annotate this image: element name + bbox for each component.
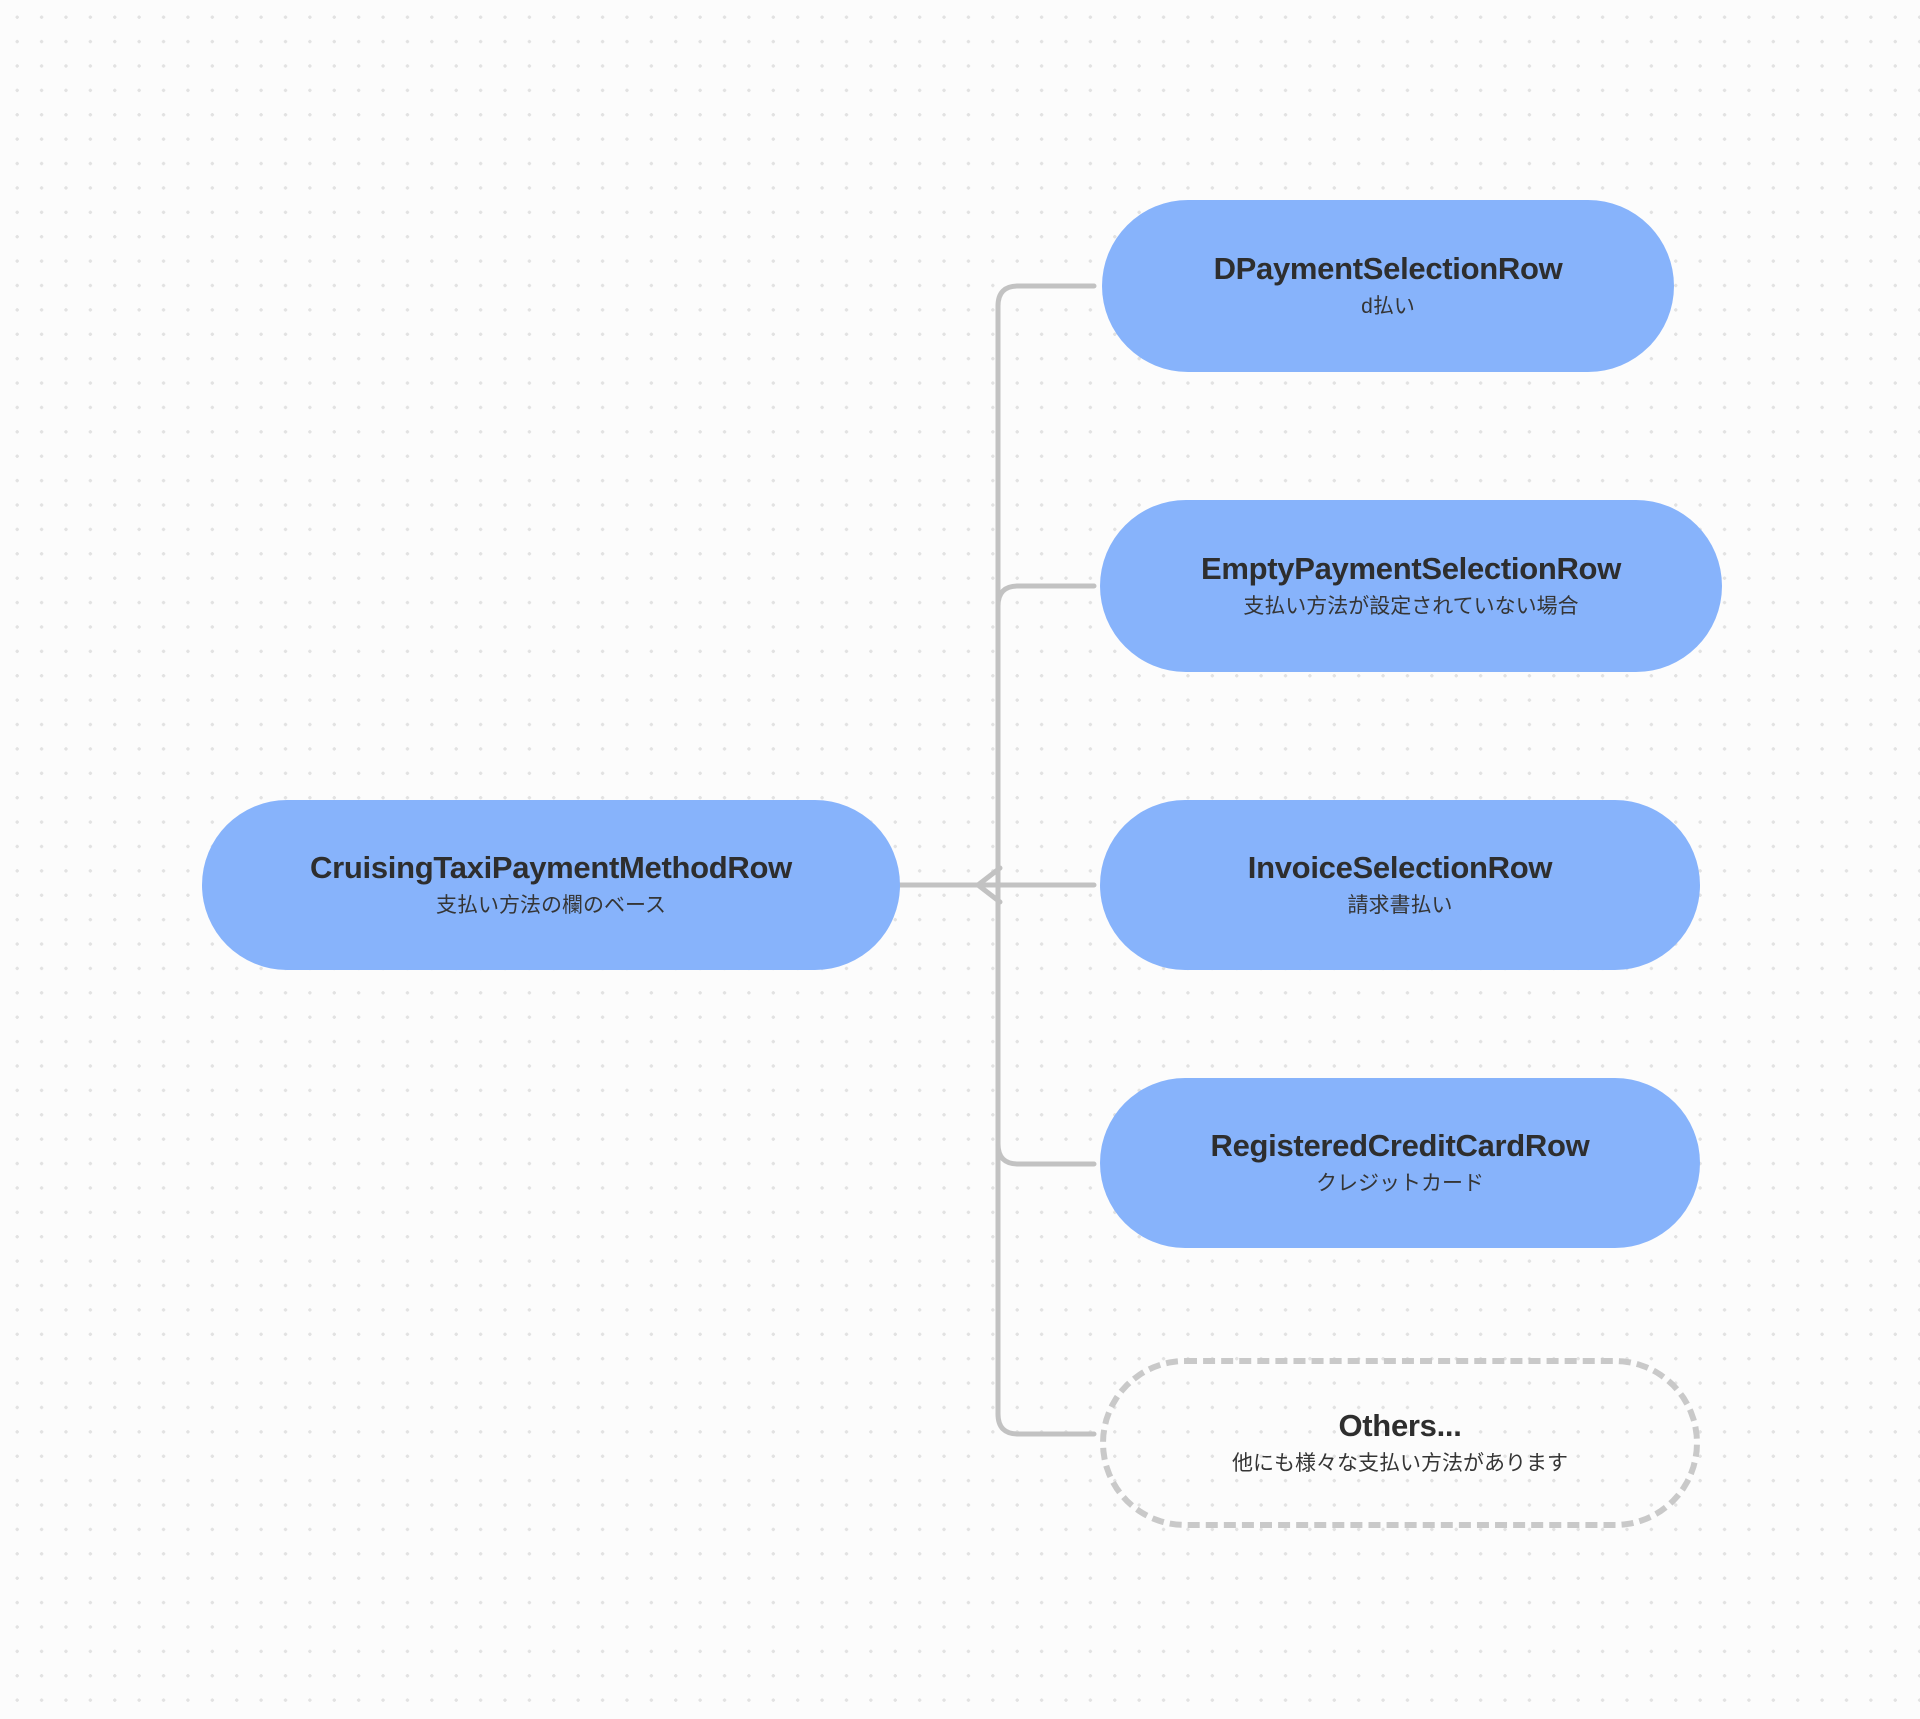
node-subtitle: クレジットカード (1316, 1172, 1484, 1196)
node-subtitle: d払い (1361, 295, 1415, 319)
node-title: RegisteredCreditCardRow (1210, 1127, 1590, 1163)
edge-branch-2 (995, 583, 1097, 609)
node-empty-payment-selection-row[interactable]: EmptyPaymentSelectionRow 支払い方法が設定されていない場… (1100, 500, 1722, 672)
node-title: InvoiceSelectionRow (1247, 849, 1553, 885)
node-subtitle: 支払い方法の欄のベース (436, 894, 666, 918)
node-subtitle: 支払い方法が設定されていない場合 (1243, 595, 1579, 619)
edge-branch-4 (995, 1141, 1097, 1167)
node-title: EmptyPaymentSelectionRow (1200, 550, 1622, 586)
node-subtitle: 請求書払い (1347, 894, 1453, 918)
edge-branch-5 (995, 1411, 1097, 1437)
node-subtitle: 他にも様々な支払い方法があります (1232, 1452, 1568, 1476)
node-invoice-selection-row[interactable]: InvoiceSelectionRow 請求書払い (1100, 800, 1700, 970)
node-cruising-taxi-payment-method-row[interactable]: CruisingTaxiPaymentMethodRow 支払い方法の欄のベース (202, 800, 900, 970)
node-registered-credit-card-row[interactable]: RegisteredCreditCardRow クレジットカード (1100, 1078, 1700, 1248)
edge-arrowhead-glyph (975, 865, 1003, 905)
node-d-payment-selection-row[interactable]: DPaymentSelectionRow d払い (1102, 200, 1674, 372)
node-title: DPaymentSelectionRow (1213, 250, 1563, 286)
edge-branch-1 (995, 283, 1097, 309)
node-title: Others... (1338, 1407, 1462, 1443)
node-others-placeholder[interactable]: Others... 他にも様々な支払い方法があります (1100, 1358, 1700, 1528)
node-title: CruisingTaxiPaymentMethodRow (310, 849, 792, 885)
